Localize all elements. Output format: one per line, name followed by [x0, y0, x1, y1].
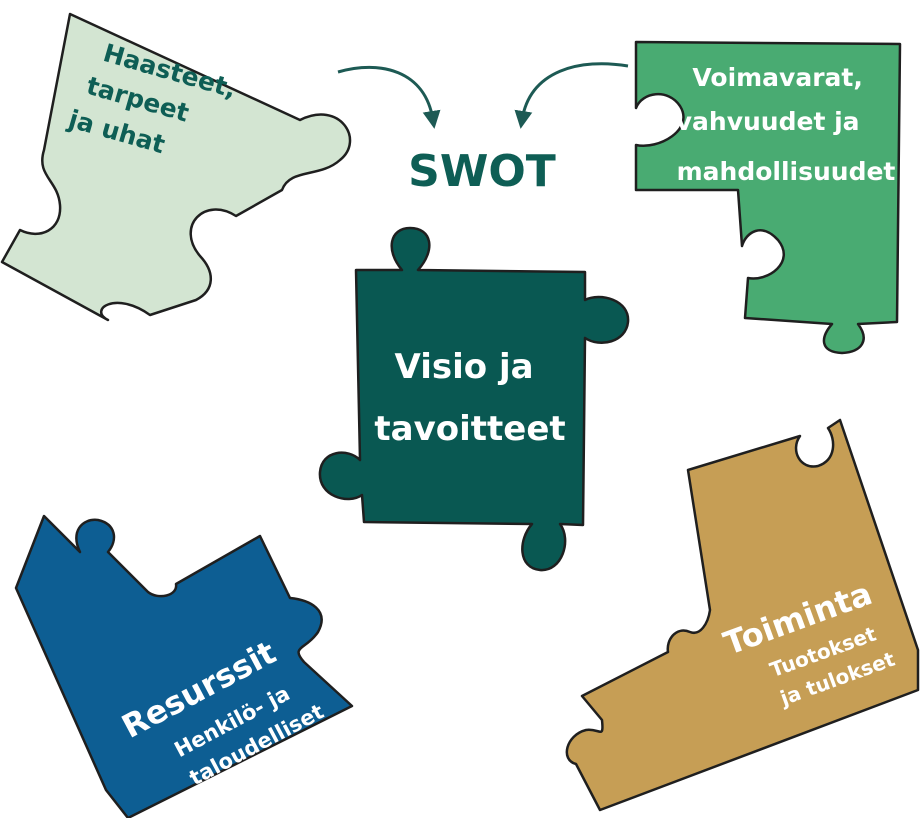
strengths-label-line-1: Voimavarat, [692, 63, 862, 92]
threats-puzzle-piece: Haasteet, tarpeet ja uhat [0, 12, 352, 322]
swot-title: SWOT [408, 146, 556, 197]
vision-piece-shape [318, 226, 630, 572]
svg-text:Voimavarat, vahvuudet ja: Voimavarat, vahvuudet ja mahdollisuudet [676, 63, 896, 186]
strengths-label-line-2: vahvuudet ja [676, 107, 860, 136]
threats-piece-shape [0, 12, 352, 322]
vision-label-line-2: tavoitteet [374, 409, 565, 449]
vision-label-line-1: Visio ja [395, 347, 534, 387]
strengths-puzzle-piece: Voimavarat, vahvuudet ja mahdollisuudet [634, 40, 902, 355]
strengths-label-line-3: mahdollisuudet [677, 157, 896, 186]
right-arrow [514, 62, 629, 129]
activity-piece-shape [565, 418, 920, 812]
left-arrow [337, 65, 441, 129]
resources-puzzle-piece: Resurssit Henkilö- ja taloudelliset [14, 514, 354, 818]
svg-text:Visio ja tavoitteet: Visio ja tavoitteet [374, 347, 565, 449]
vision-puzzle-piece: Visio ja tavoitteet [318, 226, 630, 572]
activity-puzzle-piece: Toiminta Tuotokset ja tulokset [565, 418, 920, 812]
resources-piece-shape [14, 514, 354, 818]
strengths-piece-shape [634, 40, 902, 355]
